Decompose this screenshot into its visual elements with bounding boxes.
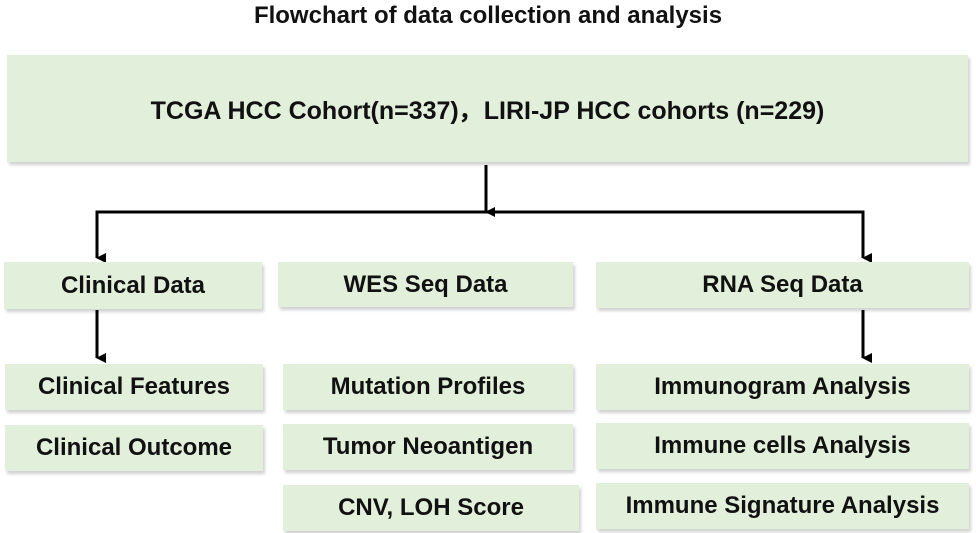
- branch-line: [95, 210, 865, 258]
- immune-cells-analysis-label: Immune cells Analysis: [654, 432, 911, 459]
- clinical-outcome-label: Clinical Outcome: [35, 434, 233, 461]
- immune-cells-analysis-box: Immune cells Analysis: [596, 423, 969, 469]
- wes-seq-data-label: WES Seq Data: [343, 270, 508, 298]
- immunogram-analysis-label: Immunogram Analysis: [654, 373, 911, 400]
- clinical-features-label: Clinical Features: [37, 373, 231, 400]
- clinical-data-box: Clinical Data: [4, 262, 262, 309]
- mutation-profiles-label: Mutation Profiles: [330, 373, 526, 400]
- wes-seq-data-box: WES Seq Data: [278, 262, 573, 307]
- cohort-box: TCGA HCC Cohort(n=337)，LIRI-JP HCC cohor…: [7, 55, 968, 162]
- cnv-loh-score-label: CNV, LOH Score: [338, 494, 524, 521]
- cnv-loh-score-box: CNV, LOH Score: [283, 485, 579, 531]
- clinical-features-box: Clinical Features: [5, 364, 263, 410]
- immunogram-analysis-box: Immunogram Analysis: [596, 364, 969, 410]
- tumor-neoantigen-label: Tumor Neoantigen: [322, 433, 534, 460]
- clinical-outcome-box: Clinical Outcome: [5, 425, 263, 471]
- tumor-neoantigen-box: Tumor Neoantigen: [283, 424, 573, 470]
- immune-signature-analysis-label: Immune Signature Analysis: [625, 492, 940, 519]
- immune-signature-analysis-box: Immune Signature Analysis: [596, 483, 969, 529]
- mutation-profiles-box: Mutation Profiles: [283, 364, 573, 410]
- clinical-data-label: Clinical Data: [60, 271, 206, 299]
- rna-seq-data-box: RNA Seq Data: [596, 262, 969, 308]
- diagram-title: Flowchart of data collection and analysi…: [253, 2, 723, 29]
- rna-seq-data-label: RNA Seq Data: [702, 271, 863, 298]
- cohort-box-label: TCGA HCC Cohort(n=337)，LIRI-JP HCC cohor…: [150, 96, 825, 125]
